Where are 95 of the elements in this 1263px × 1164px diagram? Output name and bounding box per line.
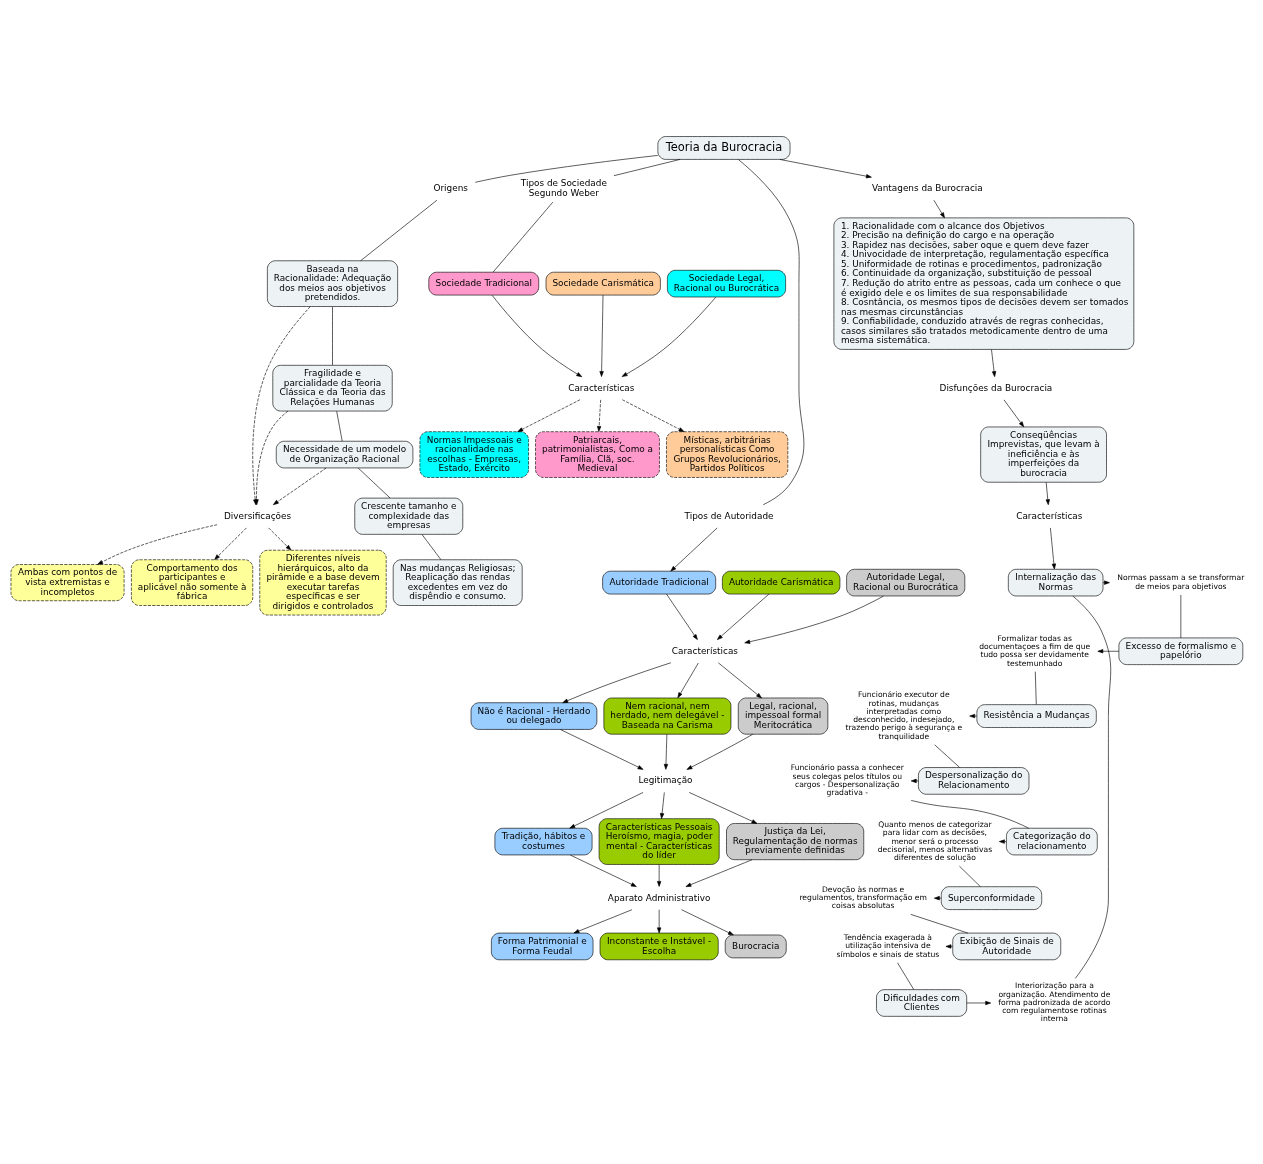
- node-box: Sociedade Tradicional: [428, 271, 540, 296]
- node-box: Excesso de formalismo e papelório: [1118, 637, 1244, 665]
- arrow: [999, 839, 1007, 844]
- arrow: [597, 399, 602, 432]
- arrow: [966, 1000, 991, 1006]
- arrow: [1045, 482, 1050, 506]
- node-box: Burocracia: [724, 934, 787, 959]
- node-box: Teoria da Burocracia: [657, 136, 791, 160]
- arrow: [1003, 399, 1025, 428]
- arrow: [1050, 527, 1056, 570]
- node-box: Místicas, arbitrárias personalísticas Como Grupos Revolucionários, Partidos Políticos: [666, 431, 789, 478]
- connector: [910, 914, 969, 934]
- node-text: Tipos de Sociedade Segundo Weber: [520, 178, 607, 198]
- arrow: [622, 399, 685, 432]
- arrow: [744, 595, 884, 644]
- node-box: Despersonalização do Relacionamento: [918, 767, 1030, 795]
- node-text: Características: [1016, 510, 1083, 521]
- node-text: Vantagens da Burocracia: [871, 183, 983, 193]
- arrow: [681, 909, 734, 936]
- node-box: Forma Patrimonial e Forma Feudal: [491, 932, 594, 961]
- node-box: Comportamento dos participantes e aplicável não somente à fábrica: [131, 559, 254, 606]
- arrow: [663, 733, 669, 770]
- arrow: [562, 662, 672, 704]
- node-text: Características: [671, 645, 738, 656]
- connector: [332, 306, 333, 366]
- node-box: Fragilidade e parcialidade da Teoria Clássica e da Teoria das Relações Humanas: [272, 365, 393, 412]
- node-text: Aparato Administrativo: [607, 892, 711, 903]
- node-box: Conseqüências Imprevistas, que levam à ineficiência e às imperfeições da burocracia: [980, 426, 1107, 483]
- node-box: Nem racional, nem herdado, nem delegável - Baseada na Carisma: [603, 697, 732, 735]
- node-box: Sociedade Legal, Racional ou Burocrática: [667, 270, 786, 298]
- connector: [1072, 595, 1112, 979]
- node-box: Necessidade de um modelo de Organização Racional: [275, 440, 414, 469]
- node-box: Não é Racional - Herdado ou delegado: [470, 702, 598, 730]
- connector: [357, 467, 391, 499]
- arrow: [969, 713, 978, 719]
- arrow: [1097, 649, 1120, 654]
- arrow: [910, 778, 919, 783]
- node-box: Inconstante e Instável - Escolha: [599, 932, 719, 961]
- connector: [492, 201, 554, 273]
- node-box: Normas Impessoais e racionalidade nas escolhas - Empresas, Estado, Exército: [419, 431, 529, 478]
- node-text: Origens: [433, 183, 468, 193]
- arrow: [599, 294, 604, 377]
- connector: [738, 159, 805, 506]
- node-text: Disfunções da Burocracia: [939, 382, 1053, 393]
- arrow: [517, 399, 581, 432]
- node-text: Diversificações: [224, 510, 292, 521]
- arrow: [991, 349, 997, 377]
- connector: [897, 962, 915, 990]
- node-box: Nas mudanças Religiosas; Reaplicação das rendas excedentes em vez do dispêndio e consumo.: [392, 559, 523, 606]
- node-box: Dificuldades com Clientes: [876, 989, 968, 1017]
- node-box: Autoridade Tradicional: [602, 570, 717, 595]
- arrow: [573, 909, 633, 934]
- arrow: [657, 864, 662, 887]
- arrow: [570, 854, 637, 887]
- arrow: [779, 159, 872, 179]
- arrow: [933, 199, 945, 219]
- arrow: [491, 294, 583, 378]
- arrow: [268, 527, 292, 551]
- arrow: [670, 527, 718, 572]
- arrow: [273, 467, 327, 505]
- arrow: [621, 296, 717, 377]
- arrow: [97, 524, 218, 565]
- node-box: Crescente tamanho e complexidade das empresas: [354, 497, 464, 535]
- arrow: [657, 909, 662, 934]
- connector: [613, 159, 681, 176]
- connector: [934, 744, 960, 768]
- node-box: Baseada na Racionalidade: Adequação dos meios aos objetivos pretendidos.: [267, 260, 398, 307]
- node-text: Características: [568, 382, 635, 393]
- arrow: [677, 662, 699, 699]
- arrow: [666, 593, 698, 640]
- node-box: Justiça da Lei, Regulamentação de normas previamente definidas: [726, 823, 865, 861]
- arrow: [688, 792, 758, 824]
- node-box: Tradição, hábitos e costumes: [494, 827, 593, 856]
- arrow: [685, 859, 753, 887]
- arrow: [945, 944, 953, 949]
- arrow: [686, 733, 754, 770]
- arrow: [718, 662, 762, 699]
- arrow: [717, 593, 770, 640]
- node-text: Tipos de Autoridade: [684, 510, 774, 521]
- node-box: Patriarcais, patrimonialistas, Como a Família, Clã, soc. Medieval: [535, 431, 660, 478]
- node-box: Ambas com pontos de vista extremistas e incompletos: [10, 564, 125, 602]
- node-box: Autoridade Carismática: [722, 570, 841, 595]
- arrow: [1102, 580, 1110, 585]
- arrow: [660, 792, 665, 819]
- node-text: Legitimação: [638, 775, 693, 786]
- arrow: [560, 729, 644, 770]
- arrow: [569, 792, 644, 829]
- node-box: Características Pessoais Heroísmo, magia, poder mental - Características do líder: [598, 818, 720, 865]
- node-box: Sociedade Carismática: [545, 271, 661, 296]
- node-box: Diferentes níveis hierárquicos, alto da pirâmide e a base devem executar tarefas específicas e ser dirigidos e controlados: [259, 549, 387, 616]
- node-box: Autoridade Legal, Racional ou Burocrática: [846, 568, 966, 597]
- arrow: [214, 527, 247, 560]
- node-box: 1. Racionalidade com o alcance dos Objetivos 2. Precisão na definição do cargo e na operação 3. Rapidez nas decisões, saber oque e quem deve fazer 4. Univocidade de interpretação, regulamentação específica 5. Uniformidade de rotinas e procedimentos, padronização 6. Continuidade da organização, substituição de pessoal 7. Redução do atrito entre as pessoas, cada um conhece o que é exigido dele e os limites de sua responsabilidade 8. Cosntância, os mesmos tipos de decisões devem ser tomados nas mesmas circunstâncias 9. Confiabilidade, conduzido através de regras conhecidas, casos similares são tratados metodicamente dentro de uma mesma sistemática.: [833, 217, 1135, 350]
- node-box: Legal, racional, impessoal formal Meritocrática: [737, 697, 829, 735]
- arrow: [934, 896, 942, 901]
